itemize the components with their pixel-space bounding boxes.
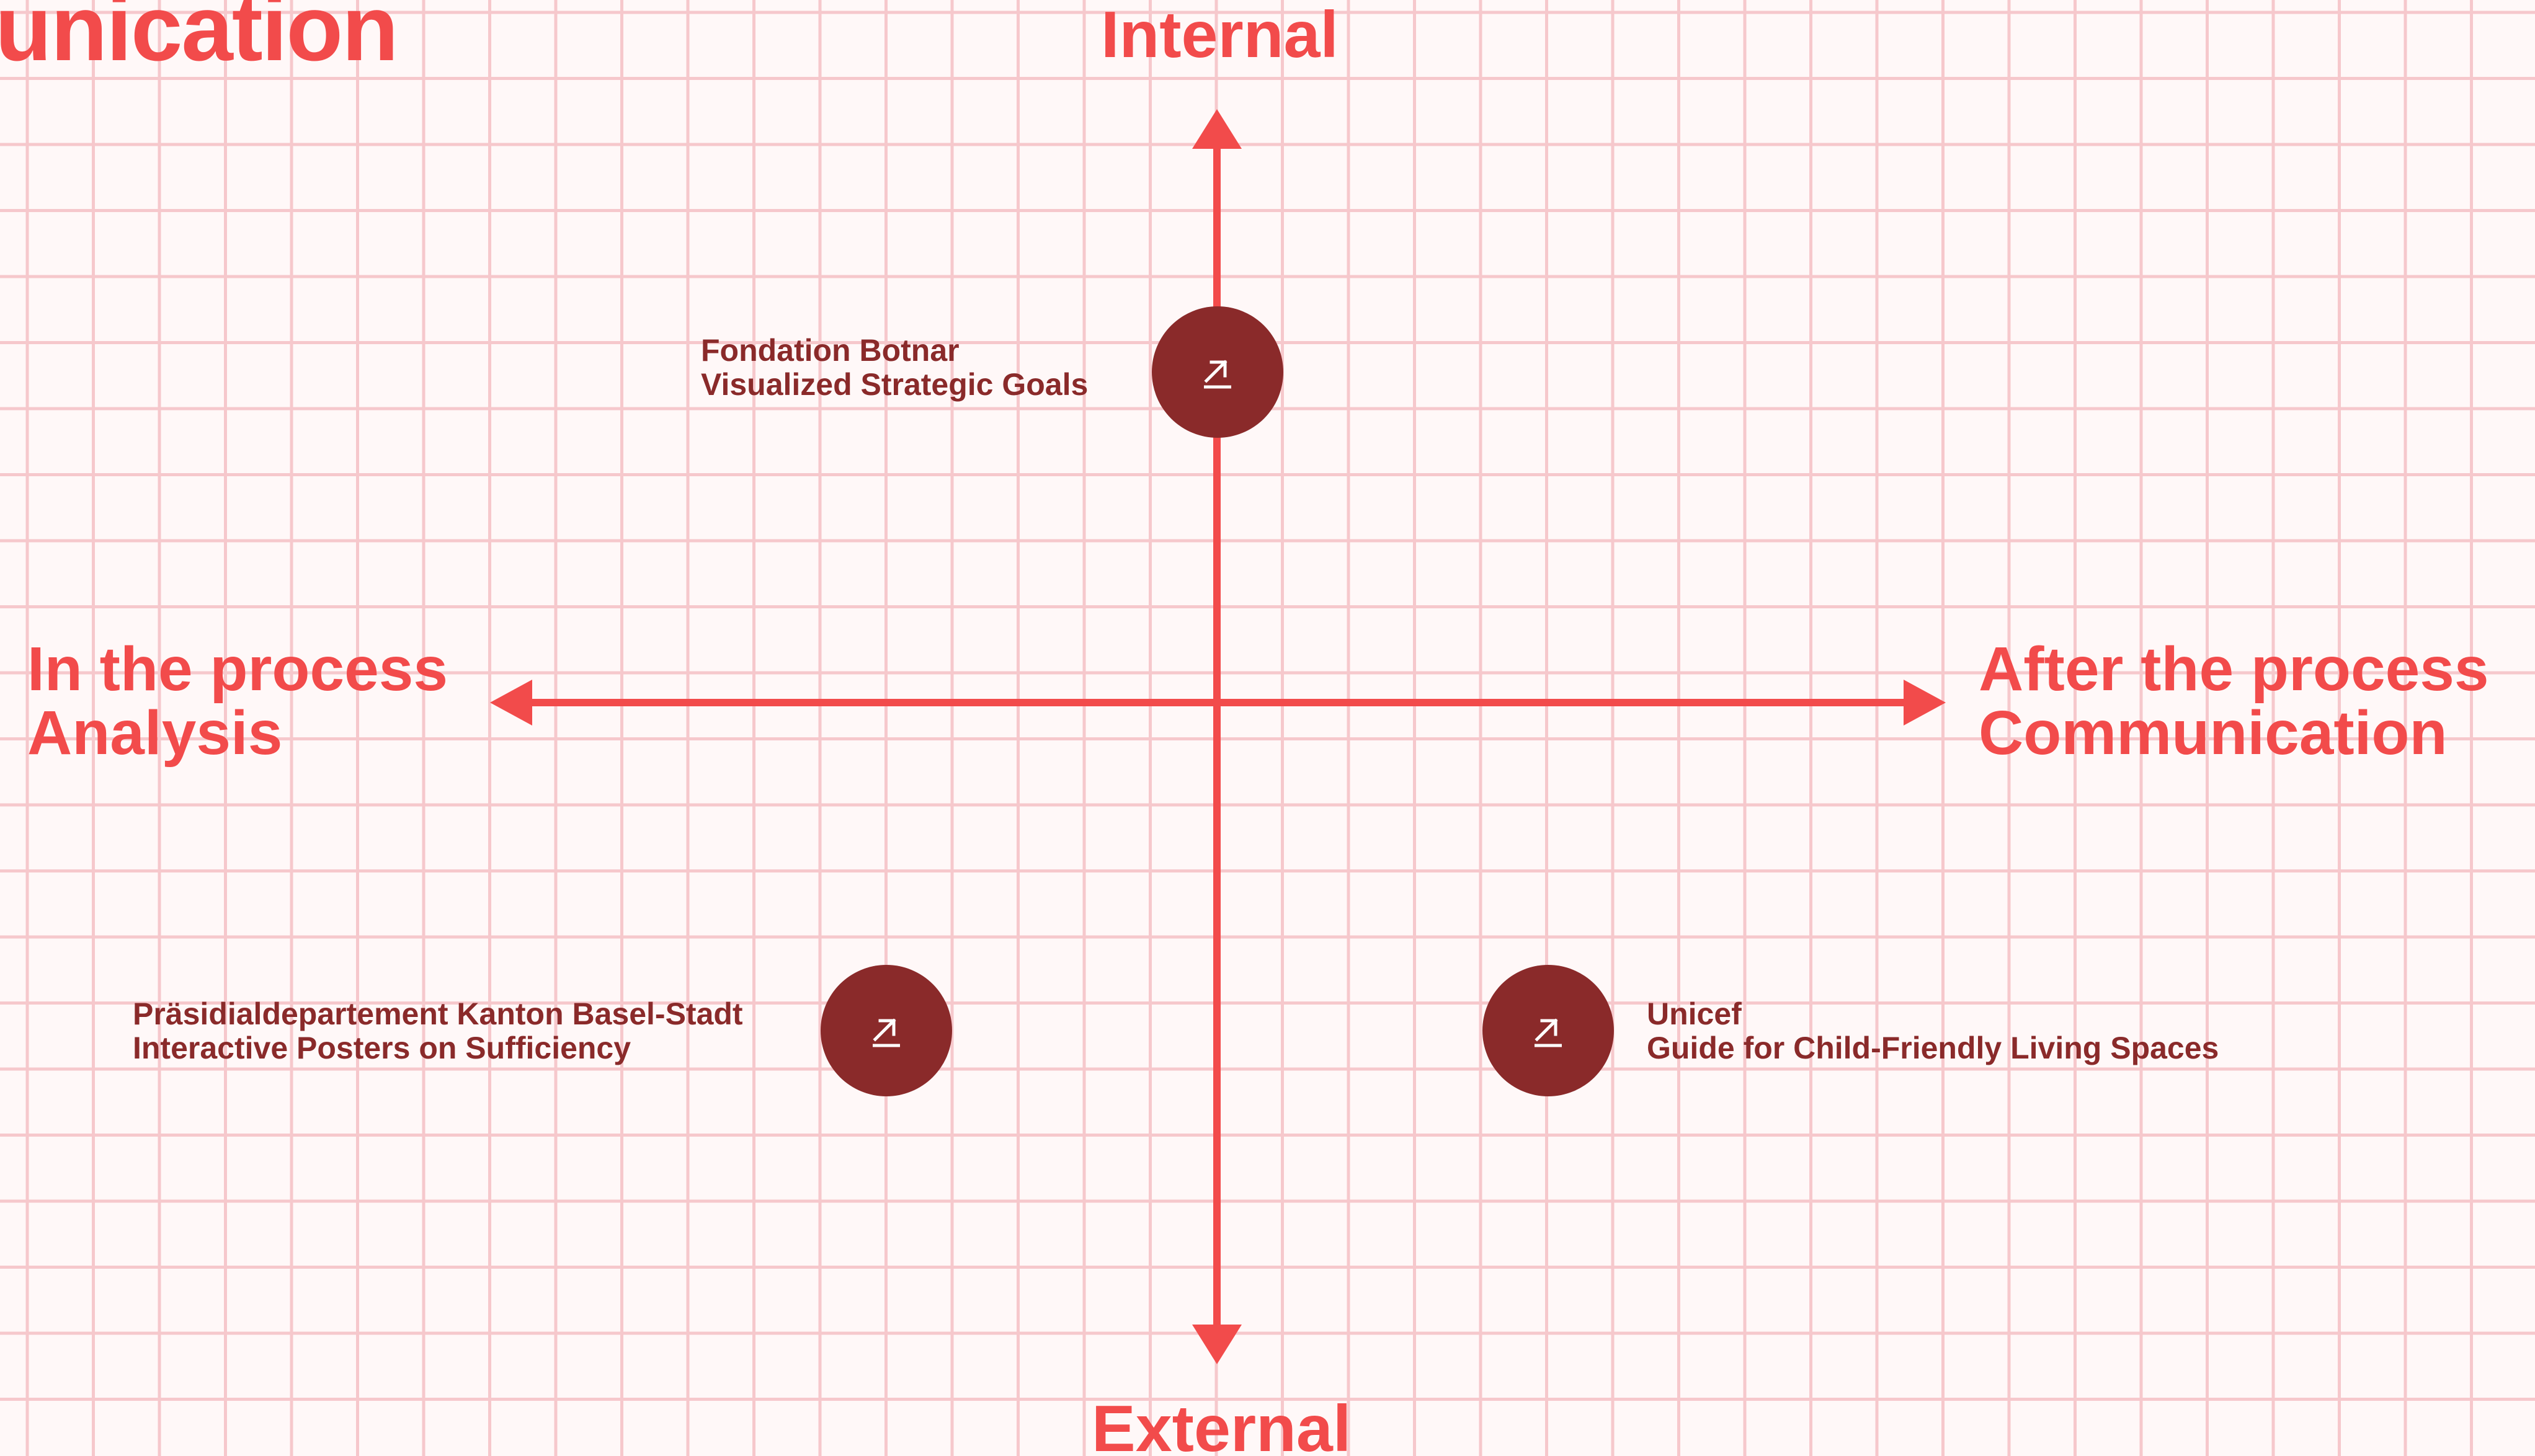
project-client: Präsidialdepartement Kanton Basel-Stadt — [133, 997, 743, 1031]
axis-arrow-up-icon — [1192, 109, 1242, 149]
project-link-button-unicef[interactable] — [1482, 965, 1614, 1096]
axis-arrow-right-icon — [1904, 680, 1946, 726]
project-title: Visualized Strategic Goals — [701, 367, 1089, 402]
arrow-up-right-icon — [873, 1018, 900, 1047]
project-label-fondation-botnar[interactable]: Fondation Botnar Visualized Strategic Go… — [701, 334, 1088, 402]
axis-arrow-left-icon — [490, 680, 532, 726]
arrow-up-right-icon — [1204, 360, 1231, 389]
axis-arrow-down-icon — [1192, 1325, 1242, 1364]
axis-label-left-line-1: In the process — [27, 634, 448, 704]
project-link-button-fondation-botnar[interactable] — [1152, 306, 1283, 438]
axes — [490, 109, 1946, 1364]
axis-label-in-the-process: In the process Analysis — [27, 637, 448, 765]
axis-label-after-the-process: After the process Communication — [1979, 637, 2488, 765]
axis-label-external: External — [1092, 1392, 1352, 1456]
page-title-fragment: unication — [0, 0, 399, 80]
axis-label-right-line-2: Communication — [1979, 698, 2448, 768]
project-client: Unicef — [1647, 997, 1742, 1031]
project-label-unicef[interactable]: Unicef Guide for Child-Friendly Living S… — [1647, 997, 2219, 1065]
project-link-button-praesidialdepartement[interactable] — [821, 965, 952, 1096]
project-label-praesidialdepartement[interactable]: Präsidialdepartement Kanton Basel-Stadt … — [133, 997, 743, 1065]
project-title: Interactive Posters on Sufficiency — [133, 1031, 631, 1065]
axis-label-internal: Internal — [1101, 0, 1339, 71]
project-title: Guide for Child-Friendly Living Spaces — [1647, 1031, 2219, 1065]
axis-label-right-line-1: After the process — [1979, 634, 2489, 704]
arrow-up-right-icon — [1535, 1018, 1562, 1047]
project-client: Fondation Botnar — [701, 333, 960, 368]
axis-label-left-line-2: Analysis — [27, 698, 283, 768]
